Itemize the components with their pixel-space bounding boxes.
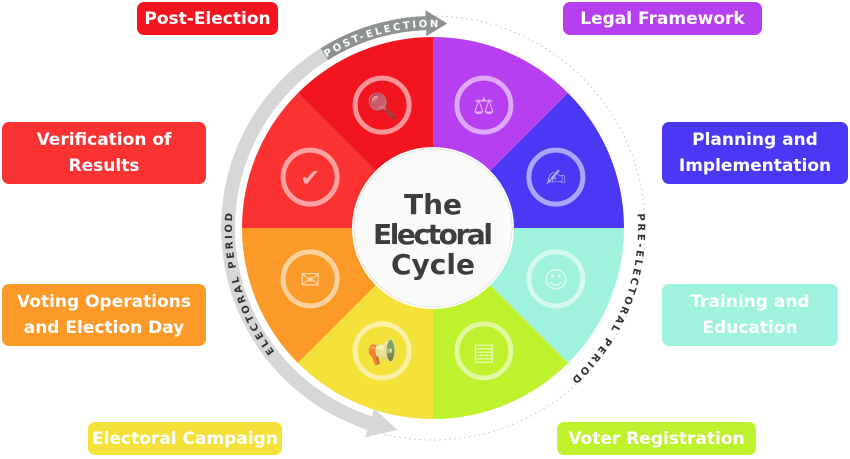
segment-2 (490, 92, 624, 229)
label-training-education: Training and Education (662, 284, 838, 346)
document-pen-icon-ring (526, 147, 586, 207)
segment-5 (297, 285, 433, 419)
segment-1 (433, 37, 569, 171)
post-election-arrowhead (425, 10, 448, 37)
label-legal-framework: Legal Framework (563, 2, 762, 35)
id-card-icon-ring (454, 321, 514, 381)
label-verification-results: Verification of Results (2, 122, 206, 184)
id-card-icon: ▤ (473, 338, 496, 366)
scales-icon: ⚖ (473, 92, 495, 120)
people-presentation-icon: ☺ (543, 266, 568, 294)
ballot-box-icon: ✉ (300, 266, 320, 294)
scales-icon-ring (454, 75, 514, 135)
people-presentation-icon-ring (526, 249, 586, 309)
magnifier-check-icon-ring (280, 147, 340, 207)
segment-6 (242, 228, 376, 364)
label-voter-registration: Voter Registration (557, 422, 756, 455)
label-voting-operations: Voting Operations and Election Day (2, 284, 206, 346)
center-title-line: Cycle (391, 248, 475, 281)
center-title-line: The (404, 188, 462, 221)
electoral-period-arrow (220, 44, 372, 430)
center-title-line: Electoral (373, 218, 493, 251)
label-planning-implementation: Planning and Implementation (662, 122, 848, 184)
document-pen-icon: ✍ (546, 164, 566, 192)
megaphone-icon-ring (352, 321, 412, 381)
label-post-election: Post-Election (137, 2, 278, 35)
megaphone-icon: 📢 (367, 338, 397, 366)
segment-4 (433, 285, 569, 419)
electoral-arrowhead (365, 408, 398, 438)
post-election-arrow (320, 16, 427, 61)
label-electoral-campaign: Electoral Campaign (88, 422, 282, 455)
document-search-icon-ring (352, 75, 412, 135)
center-circle (353, 148, 513, 308)
dashed-guide-arc (360, 15, 646, 441)
document-search-icon: 🔍 (367, 90, 397, 120)
magnifier-check-icon: ✔ (300, 164, 320, 192)
segment-7 (242, 92, 376, 229)
ballot-box-icon-ring (280, 249, 340, 309)
segment-3 (490, 228, 624, 364)
segment-8 (297, 37, 433, 171)
